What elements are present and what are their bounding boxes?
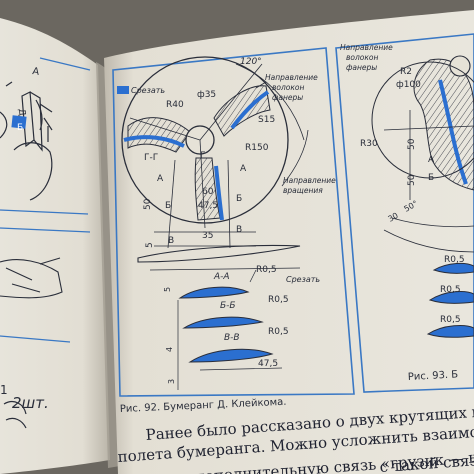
fig93-outline-circle xyxy=(371,61,474,179)
fig93-section-3 xyxy=(426,325,474,338)
dim-diameter: ф35 xyxy=(197,90,216,100)
section-dimension-lines xyxy=(177,269,283,390)
fig93-d50b: 50 xyxy=(407,174,417,186)
fig93-section-1 xyxy=(432,262,474,274)
left-label-a: А xyxy=(32,66,40,78)
section-bb-radius: R0,5 xyxy=(268,295,289,305)
rotation-note-line2: вращения xyxy=(283,186,323,195)
side-dim-475: 47,5 xyxy=(258,359,278,369)
figure-93: Направление волокон фанеры R2 ф100 R30 5… xyxy=(335,33,474,393)
dim-475-top: 47,5 xyxy=(198,201,218,211)
figure-93-caption: Рис. 93. Б xyxy=(408,369,459,383)
side-dim-4: 4 xyxy=(165,347,174,352)
section-vv-radius: R0,5 xyxy=(268,327,289,337)
dim-b-right: Б xyxy=(236,194,242,204)
dim-angle: 120° xyxy=(240,57,262,67)
dim-r40: R40 xyxy=(166,100,184,110)
dim-r150: R150 xyxy=(245,143,269,153)
side-dim-5: 5 xyxy=(163,287,172,292)
rotation-note-line1: Направление xyxy=(283,176,336,185)
lower-sketch xyxy=(0,257,63,299)
fig93-r05b: R0,5 xyxy=(440,285,461,295)
fig93-d100: ф100 xyxy=(396,80,421,90)
grain-note-line1: Направление xyxy=(265,73,318,82)
fig93-r30: R30 xyxy=(360,139,378,149)
fig93-grain-line2: волокон xyxy=(346,53,379,62)
fig93-r05a: R0,5 xyxy=(444,255,465,265)
dim-50: 50 xyxy=(143,198,153,210)
cut-edge-right xyxy=(230,90,270,130)
fig93-section-2 xyxy=(428,291,474,304)
dim-a-right: А xyxy=(240,164,247,174)
fig93-r2: R2 xyxy=(400,67,412,77)
dim-5: 5 xyxy=(145,242,155,248)
cut-edge-bottom xyxy=(214,165,224,221)
grain-arrow xyxy=(255,81,267,89)
fig93-grain-line3: фанеры xyxy=(346,63,377,72)
left-page: А Д Б 2шт. 1 xyxy=(0,18,110,474)
fig93-grain-line1: Направление xyxy=(340,43,393,52)
figure-92-frame xyxy=(112,47,355,397)
dim-v-right: В xyxy=(236,225,242,235)
hand-illustration xyxy=(0,81,53,201)
fig93-grain-note: Направление волокон фанеры xyxy=(340,43,393,72)
section-aa: А-А R0,5 Срезать xyxy=(178,265,320,299)
fig93-r05c: R0,5 xyxy=(440,315,461,325)
dim-gg: Г-Г xyxy=(144,153,158,163)
fig93-angle30: 30 xyxy=(387,211,400,224)
body-line-4: с такой связь xyxy=(379,451,474,474)
grain-note-line2: волокон xyxy=(272,83,305,92)
rotation-note: Направление вращения xyxy=(283,176,336,195)
dim-v-left: В xyxy=(168,236,174,246)
fig93-construction-lines xyxy=(383,110,474,253)
section-aa-label: А-А xyxy=(213,272,230,282)
cut-edge-left xyxy=(123,135,185,148)
dim-60: 60 xyxy=(202,187,214,197)
section-aa-note: Срезать xyxy=(286,275,320,284)
section-vv-label: В-В xyxy=(224,333,240,343)
dim-b-left: Б xyxy=(165,201,171,211)
dim-35: 35 xyxy=(202,231,213,241)
dim-a-left: А xyxy=(157,174,164,184)
section-bb-label: Б-Б xyxy=(220,301,236,311)
dim-g: Г xyxy=(200,151,206,161)
fig93-cut-edge xyxy=(438,79,468,185)
dim-s15: S15 xyxy=(258,115,275,125)
count-label: 2шт. xyxy=(12,394,49,412)
figure-92: Срезать 120° ф35 R40 S15 R150 Г- xyxy=(112,47,355,397)
stray-digit: 1 xyxy=(0,383,8,397)
section-aa-radius: R0,5 xyxy=(256,265,277,275)
legend-label: Срезать xyxy=(131,86,165,95)
side-dim-3: 3 xyxy=(167,379,176,384)
figure-93-frame xyxy=(335,33,474,393)
fig93-d50a: 50 xyxy=(407,138,417,150)
profile-axis xyxy=(149,267,301,271)
section-vv: В-В R0,5 xyxy=(188,327,289,363)
fig93-hub xyxy=(449,55,471,77)
side-profile xyxy=(137,244,301,263)
legend-swatch xyxy=(117,86,129,94)
fig93-a: А xyxy=(428,155,435,165)
grain-note: Направление волокон фанеры xyxy=(265,73,318,102)
left-label-d: Д xyxy=(16,108,27,116)
left-label-b: Б xyxy=(17,123,23,133)
grain-note-line3: фанеры xyxy=(272,93,303,102)
section-bb: Б-Б R0,5 xyxy=(182,295,289,329)
gutter-shadow xyxy=(96,62,120,468)
bottom-left-sketch xyxy=(3,401,27,429)
fig93-b: Б xyxy=(428,173,434,183)
